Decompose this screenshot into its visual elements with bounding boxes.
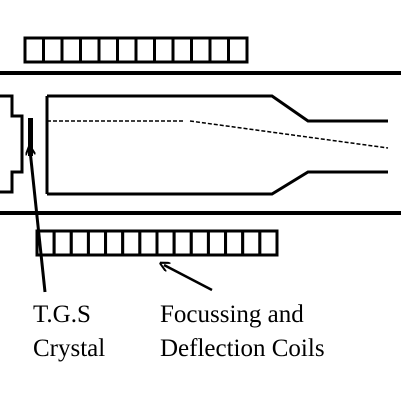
lower-coil-segment [52,229,73,257]
lower-coil-segment [121,229,142,257]
beam-path-deflected [189,120,389,149]
upper-coil-segment [116,36,138,64]
upper-coil-segment [134,36,156,64]
lower-coil-segment [258,229,279,257]
inner-electrode-lower [47,170,388,196]
upper-coil-segment [42,36,64,64]
upper-coil-segment [23,36,45,64]
tgs-crystal-plate [28,118,33,156]
coils-pointer-arrow [164,265,213,292]
end-cap-outline [0,94,24,194]
lower-coil-segment [86,229,108,257]
crystal-label-line1: T.G.S [33,301,91,328]
upper-coil-segment [171,36,193,64]
upper-coil-segment [227,36,249,64]
lower-coil-segment [224,229,245,257]
upper-coil-segment [97,36,119,64]
inner-electrode-upper [47,94,388,123]
crystal-pointer-arrow [30,150,47,293]
upper-coil-segment [208,36,230,64]
lower-coil-segment [69,229,90,257]
coils-label-line2: Deflection Coils [160,335,325,362]
upper-coil-winding [23,36,249,64]
upper-coil-segment [60,36,82,64]
lower-coil-segment [172,229,193,257]
crystal-label-line2: Crystal [33,335,105,362]
lower-coil-segment [189,229,210,257]
upper-coil-segment [190,36,212,64]
coils-label-line1: Focussing and [160,301,304,328]
upper-coil-segment [153,36,175,64]
lower-coil-segment [155,229,176,257]
upper-coil-segment [79,36,101,64]
lower-coil-segment [241,229,262,257]
lower-coil-winding [35,229,279,257]
lower-coil-segment [138,229,159,257]
lower-coil-segment [104,229,125,257]
lower-coil-segment [206,229,228,257]
